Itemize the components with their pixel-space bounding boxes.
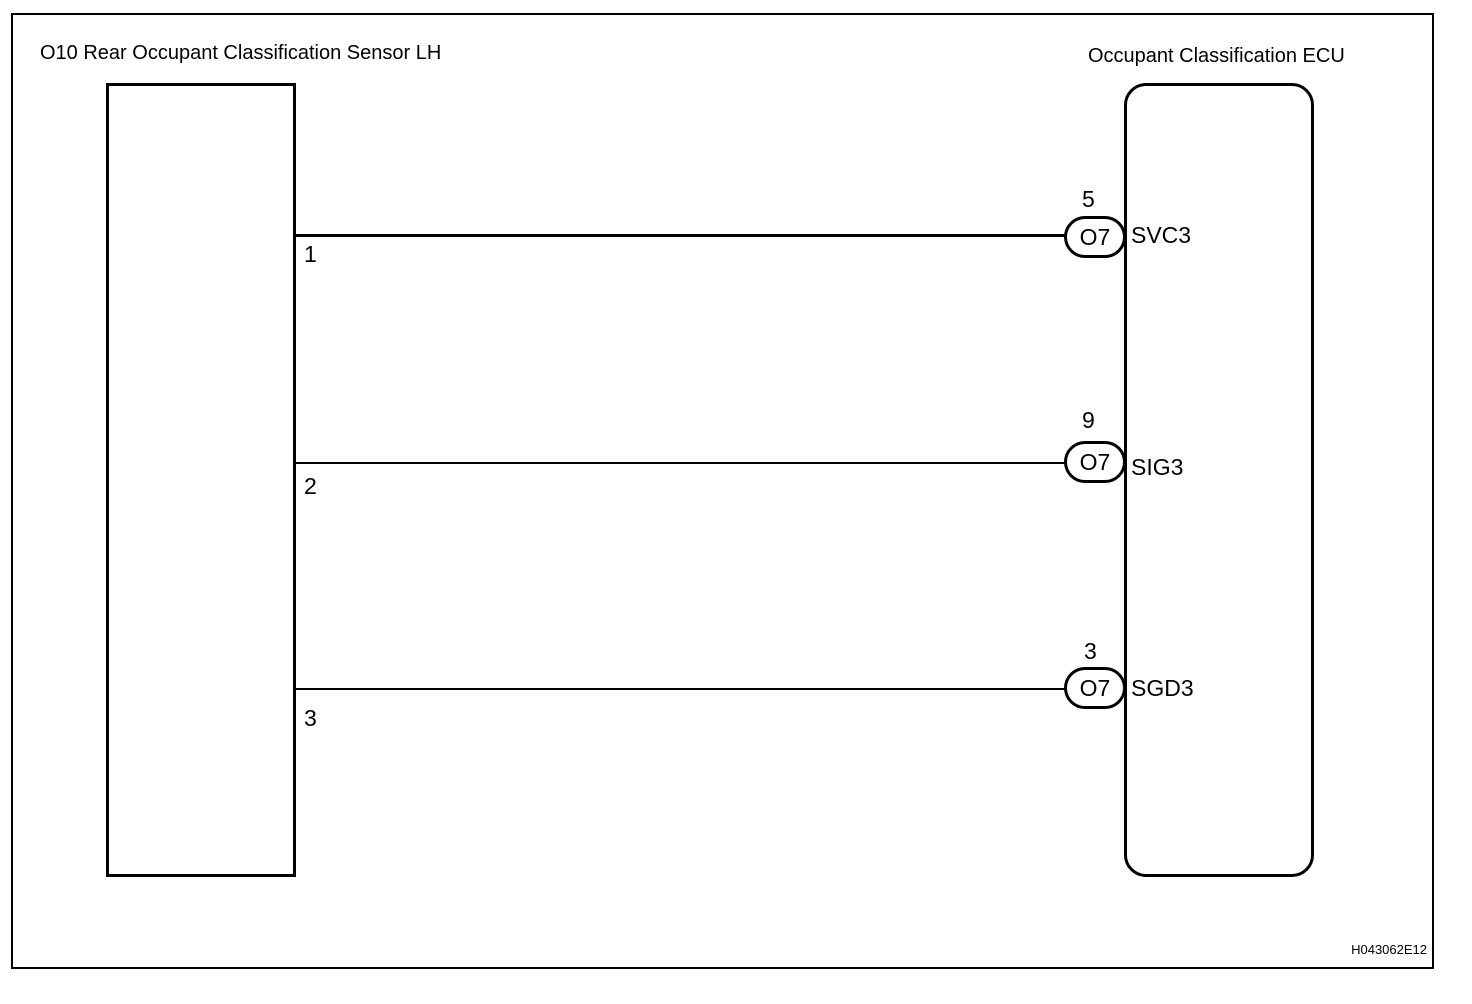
ecu-pin-3: 3 — [1084, 638, 1097, 664]
figure-code: H043062E12 — [1351, 942, 1427, 957]
sensor-title: O10 Rear Occupant Classification Sensor … — [40, 42, 442, 64]
terminal-sig3: SIG3 — [1131, 454, 1184, 480]
ecu-pin-5: 5 — [1082, 186, 1095, 212]
wire-3 — [296, 688, 1066, 690]
sensor-pin-2: 2 — [304, 473, 317, 499]
ecu-component-box — [1124, 83, 1314, 877]
terminal-svc3: SVC3 — [1131, 222, 1192, 248]
ecu-title: Occupant Classification ECU — [1088, 45, 1345, 67]
wire-2 — [296, 462, 1066, 464]
sensor-component-box — [106, 83, 296, 877]
wire-1 — [296, 234, 1066, 237]
diagram-frame — [11, 13, 1434, 969]
terminal-sgd3: SGD3 — [1131, 675, 1194, 701]
ecu-pin-9: 9 — [1082, 407, 1095, 433]
sensor-pin-3: 3 — [304, 705, 317, 731]
connector-o7-pin-3: O7 — [1064, 667, 1126, 709]
connector-o7-pin-9: O7 — [1064, 441, 1126, 483]
sensor-pin-1: 1 — [304, 241, 317, 267]
connector-o7-pin-5: O7 — [1064, 216, 1126, 258]
